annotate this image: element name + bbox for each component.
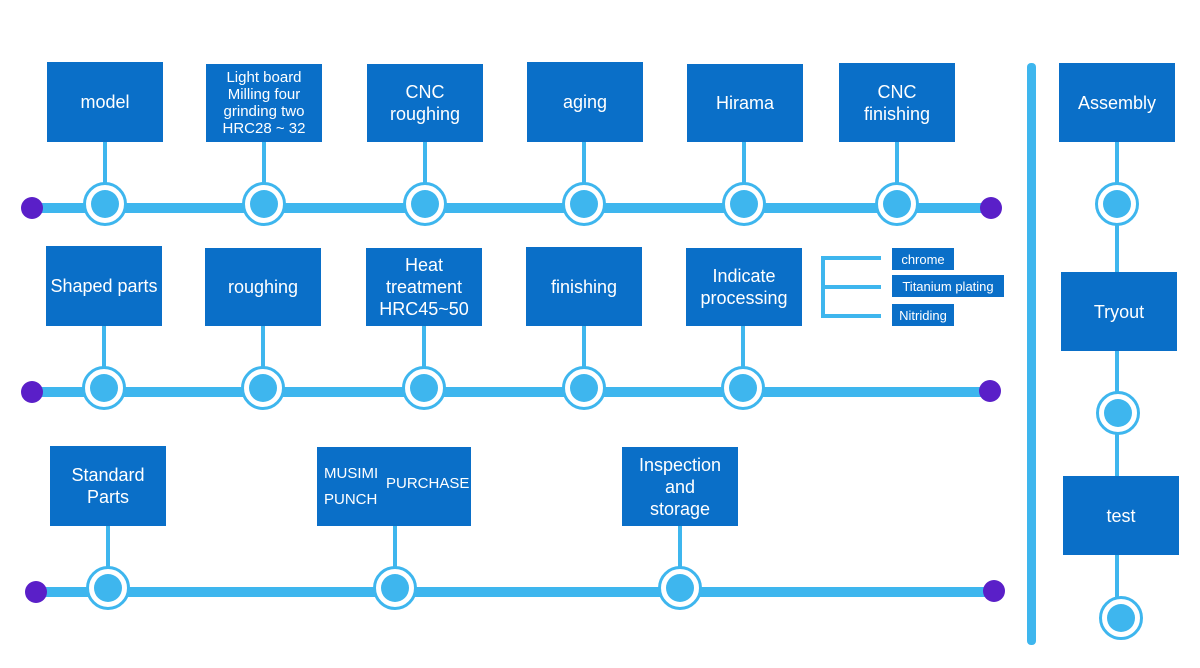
step-light-board: Light board Milling four grinding two HR…: [206, 64, 322, 142]
options-bracket-arm: [821, 285, 881, 289]
step-standard-parts: Standard Parts: [50, 446, 166, 526]
timeline-node: [373, 566, 417, 610]
step-label: test: [1106, 505, 1136, 526]
step-label-line: treatment: [385, 277, 463, 297]
step-tryout: Tryout: [1061, 272, 1177, 351]
options-bracket-arm: [821, 314, 881, 318]
step-label-line: MUSIMI: [324, 465, 379, 482]
connector: [261, 326, 265, 368]
timeline-node: [86, 566, 130, 610]
step-label-line: finishing: [863, 103, 931, 124]
step-label-line: roughing: [389, 104, 461, 124]
step-label: Shaped parts: [50, 276, 158, 296]
timeline-node: [1095, 182, 1139, 226]
timeline-node: [1099, 596, 1143, 640]
step-musimi-purchase: MUSIMI PUNCH PURCHASE: [317, 447, 471, 526]
row-2-end-dot: [979, 380, 1001, 402]
row-3-start-dot: [25, 581, 47, 603]
timeline-node: [242, 182, 286, 226]
timeline-node: [721, 366, 765, 410]
options-bracket-arm: [821, 256, 881, 260]
timeline-node: [82, 366, 126, 410]
connector: [582, 142, 586, 184]
step-label: roughing: [227, 277, 299, 297]
step-label: Hirama: [715, 93, 774, 113]
connector: [678, 526, 682, 568]
row-1-end-dot: [980, 197, 1002, 219]
row-1-start-dot: [21, 197, 43, 219]
row-2-start-dot: [21, 381, 43, 403]
timeline-node: [402, 366, 446, 410]
step-label-line: processing: [700, 288, 788, 308]
connector: [741, 326, 745, 368]
timeline-node: [875, 182, 919, 226]
connector: [262, 142, 266, 184]
step-label-line: Parts: [86, 487, 129, 507]
step-label-line: HRC45~50: [379, 299, 469, 319]
option-nitriding: Nitriding: [892, 304, 954, 326]
step-label: aging: [562, 92, 608, 112]
step-roughing: roughing: [205, 248, 321, 326]
step-label: Tryout: [1093, 301, 1145, 322]
timeline-node: [562, 182, 606, 226]
step-test: test: [1063, 476, 1179, 555]
step-label-line: Inspection: [638, 454, 722, 475]
option-label: chrome: [901, 251, 945, 267]
step-label-line: storage: [649, 498, 711, 519]
option-chrome: chrome: [892, 248, 954, 270]
musimi-punch-label: MUSIMI PUNCH: [324, 461, 378, 513]
row-3-end-dot: [983, 580, 1005, 602]
step-indicate-processing: Indicate processing: [686, 248, 802, 326]
step-label-line: and: [664, 476, 696, 497]
step-label-line: Light board: [226, 69, 302, 86]
connector: [582, 326, 586, 368]
step-label: Assembly: [1077, 92, 1157, 113]
step-model: model: [47, 62, 163, 142]
timeline-node: [1096, 391, 1140, 435]
connector: [895, 142, 899, 184]
connector: [423, 142, 427, 184]
step-assembly: Assembly: [1059, 63, 1175, 142]
step-inspection-storage: Inspection and storage: [622, 447, 738, 526]
step-label-line: Indicate: [712, 266, 776, 286]
timeline-node: [83, 182, 127, 226]
step-hirama: Hirama: [687, 64, 803, 142]
timeline-row-3: [36, 587, 994, 597]
step-label-line: PUNCH: [324, 491, 378, 508]
step-finishing: finishing: [526, 247, 642, 326]
step-label-line: Standard: [71, 465, 145, 485]
purchase-label: PURCHASE: [386, 475, 470, 492]
timeline-node: [241, 366, 285, 410]
option-label: Nitriding: [899, 307, 947, 323]
timeline-node: [562, 366, 606, 410]
timeline-node: [403, 182, 447, 226]
connector: [102, 326, 106, 368]
step-label-line: Heat: [404, 255, 444, 275]
step-cnc-finishing: CNC finishing: [839, 63, 955, 142]
step-heat-treatment: Heat treatment HRC45~50: [366, 248, 482, 326]
section-divider: [1027, 63, 1036, 645]
step-label-line: grinding two: [223, 103, 305, 120]
connector: [422, 326, 426, 368]
step-shaped-parts: Shaped parts: [46, 246, 162, 326]
step-label: model: [80, 92, 130, 112]
step-label: finishing: [550, 276, 618, 297]
connector: [1115, 142, 1119, 612]
option-titanium-plating: Titanium plating: [892, 275, 1004, 297]
step-label-line: HRC28 ~ 32: [222, 120, 306, 137]
connector: [742, 142, 746, 184]
connector: [103, 142, 107, 184]
option-label: Titanium plating: [902, 278, 994, 294]
step-cnc-roughing: CNC roughing: [367, 64, 483, 142]
connector: [393, 526, 397, 568]
timeline-node: [658, 566, 702, 610]
timeline-node: [722, 182, 766, 226]
step-label-line: CNC: [877, 81, 917, 102]
step-label-line: Milling four: [227, 86, 301, 103]
step-aging: aging: [527, 62, 643, 142]
timeline-row-2: [32, 387, 992, 397]
step-label-line: CNC: [405, 82, 445, 102]
connector: [106, 526, 110, 568]
timeline-row-1: [32, 203, 992, 213]
